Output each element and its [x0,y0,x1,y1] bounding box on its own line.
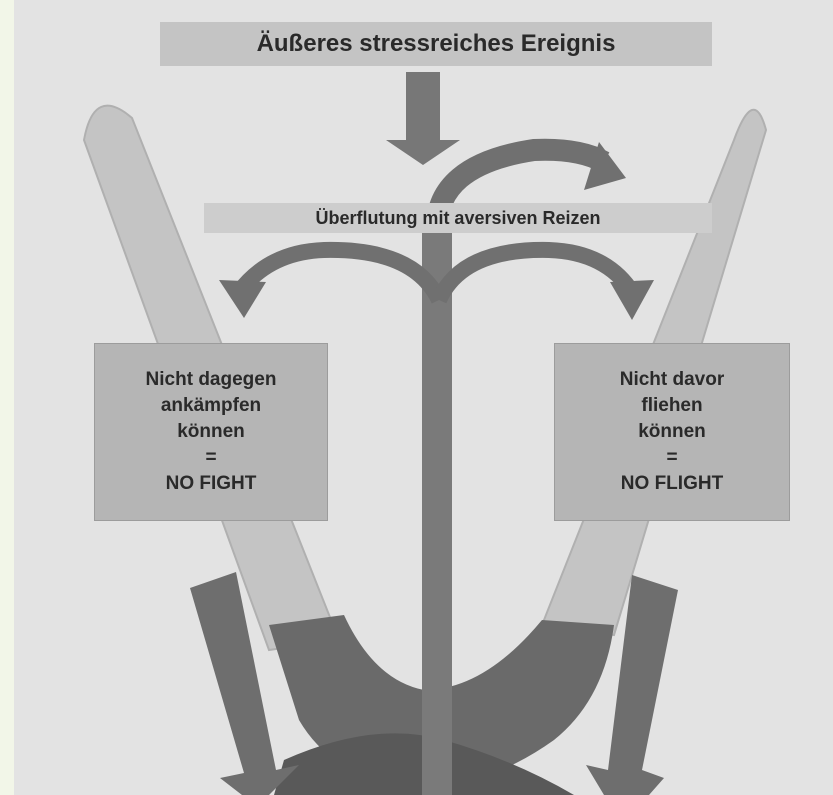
no-fight-line-5: NO FIGHT [166,471,257,497]
no-fight-box: Nicht dagegen ankämpfen können = NO FIGH… [94,343,328,521]
curved-arrow-right [439,250,632,300]
no-flight-box: Nicht davor fliehen können = NO FLIGHT [554,343,790,521]
center-bar [422,230,452,795]
curved-arrow-right-head [610,280,654,320]
no-fight-line-3: können [177,419,245,445]
curved-arrow-left [239,250,439,300]
no-flight-line-1: Nicht davor [620,367,725,393]
no-fight-line-4: = [205,445,216,471]
external-event-label: Äußeres stressreiches Ereignis [257,30,616,58]
no-flight-line-3: können [638,419,706,445]
no-flight-line-4: = [666,445,677,471]
no-fight-line-2: ankämpfen [161,393,261,419]
no-fight-line-1: Nicht dagegen [146,367,277,393]
no-flight-line-5: NO FLIGHT [621,471,723,497]
top-down-arrow [386,72,460,165]
external-event-box: Äußeres stressreiches Ereignis [160,22,712,66]
flooding-box: Überflutung mit aversiven Reizen [204,203,712,233]
curved-arrow-left-head [219,280,266,318]
flooding-label: Überflutung mit aversiven Reizen [315,208,600,229]
no-flight-line-2: fliehen [641,393,702,419]
diagram-canvas: Äußeres stressreiches Ereignis Überflutu… [14,0,833,795]
